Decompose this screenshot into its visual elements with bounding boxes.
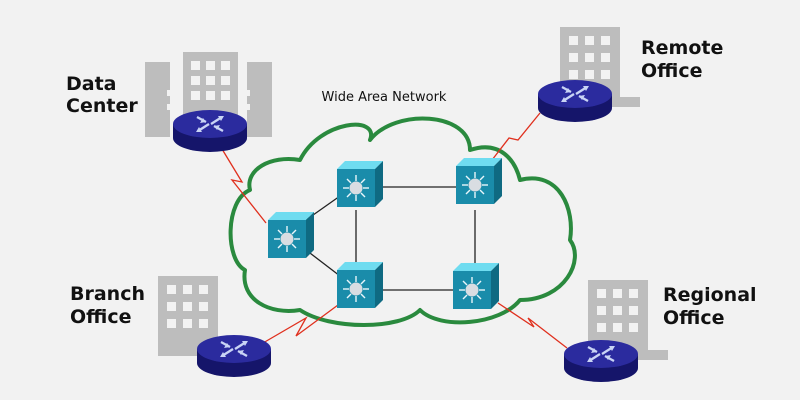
wan-link-remote-office bbox=[491, 112, 541, 161]
wan-link-branch-office bbox=[262, 304, 339, 344]
wan-link-data-center bbox=[221, 148, 267, 224]
wan-cloud bbox=[228, 116, 577, 327]
switch-top-left[interactable] bbox=[336, 160, 384, 208]
wan-link-regional-office bbox=[497, 302, 568, 349]
regional-office-label-line2: Office bbox=[663, 307, 725, 329]
wan-title: Wide Area Network bbox=[322, 90, 447, 105]
data-center-label-line2: Center bbox=[66, 95, 138, 117]
regional-office-label-line1: Regional bbox=[663, 284, 757, 306]
lan-link bbox=[305, 249, 341, 277]
branch-office-label-line2: Office bbox=[70, 306, 132, 328]
branch-office-router[interactable] bbox=[195, 333, 273, 379]
remote-office-label-line1: Remote bbox=[641, 37, 723, 59]
branch-office-label-line1: Branch bbox=[70, 283, 145, 305]
remote-office-label-line2: Office bbox=[641, 60, 703, 82]
data-center-label-line1: Data bbox=[66, 73, 117, 95]
wan-links bbox=[221, 112, 568, 349]
data-center-router[interactable] bbox=[171, 108, 249, 154]
switch-bottom-left[interactable] bbox=[336, 261, 384, 309]
switch-left[interactable] bbox=[267, 211, 315, 259]
remote-office-router[interactable] bbox=[536, 78, 614, 124]
switch-top-right[interactable] bbox=[455, 157, 503, 205]
switch-bottom-right[interactable] bbox=[452, 262, 500, 310]
lan-links bbox=[305, 186, 476, 291]
regional-office-router[interactable] bbox=[562, 338, 640, 384]
